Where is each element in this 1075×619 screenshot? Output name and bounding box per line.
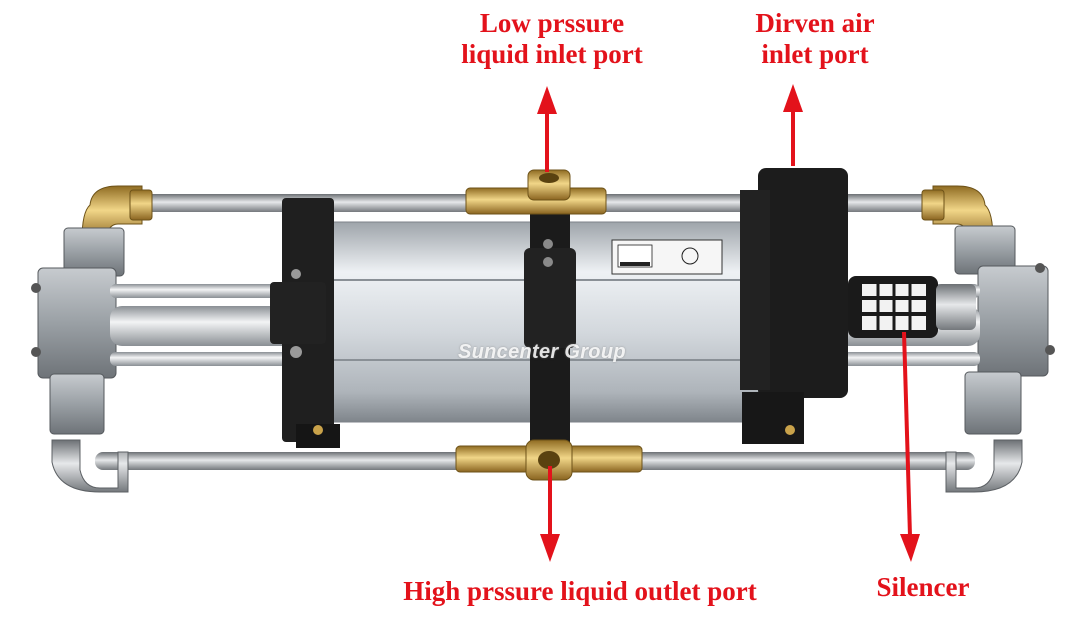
label-low-pressure-inlet-line-1: Low prssure xyxy=(479,8,625,38)
arrow-low-pressure-inlet xyxy=(537,86,557,172)
label-driven-air-inlet-line-1: Dirven air xyxy=(755,8,875,38)
arrow-driven-air-inlet xyxy=(783,84,803,166)
watermark: Suncenter Group xyxy=(458,341,626,363)
warning-sticker xyxy=(611,239,723,275)
label-driven-air-inlet-line-2: inlet port xyxy=(761,39,869,69)
label-low-pressure-inlet-line-2: liquid inlet port xyxy=(461,39,643,69)
silencer xyxy=(848,276,976,338)
left-frame xyxy=(270,198,340,448)
arrow-silencer xyxy=(900,331,920,562)
label-silencer: Silencer xyxy=(876,572,970,602)
outlet-tee-fitting xyxy=(455,439,643,481)
label-low-pressure-inlet: Low prssure liquid inlet port xyxy=(432,8,672,70)
left-end-block xyxy=(31,227,125,435)
label-high-pressure-outlet: High prssure liquid outlet port xyxy=(403,576,757,606)
center-clamp xyxy=(524,192,576,452)
right-end-block xyxy=(954,225,1055,435)
arrow-high-pressure-outlet xyxy=(540,466,560,562)
air-valve-housing xyxy=(740,168,848,444)
label-driven-air-inlet: Dirven air inlet port xyxy=(730,8,900,70)
inlet-tee-fitting xyxy=(465,169,607,215)
